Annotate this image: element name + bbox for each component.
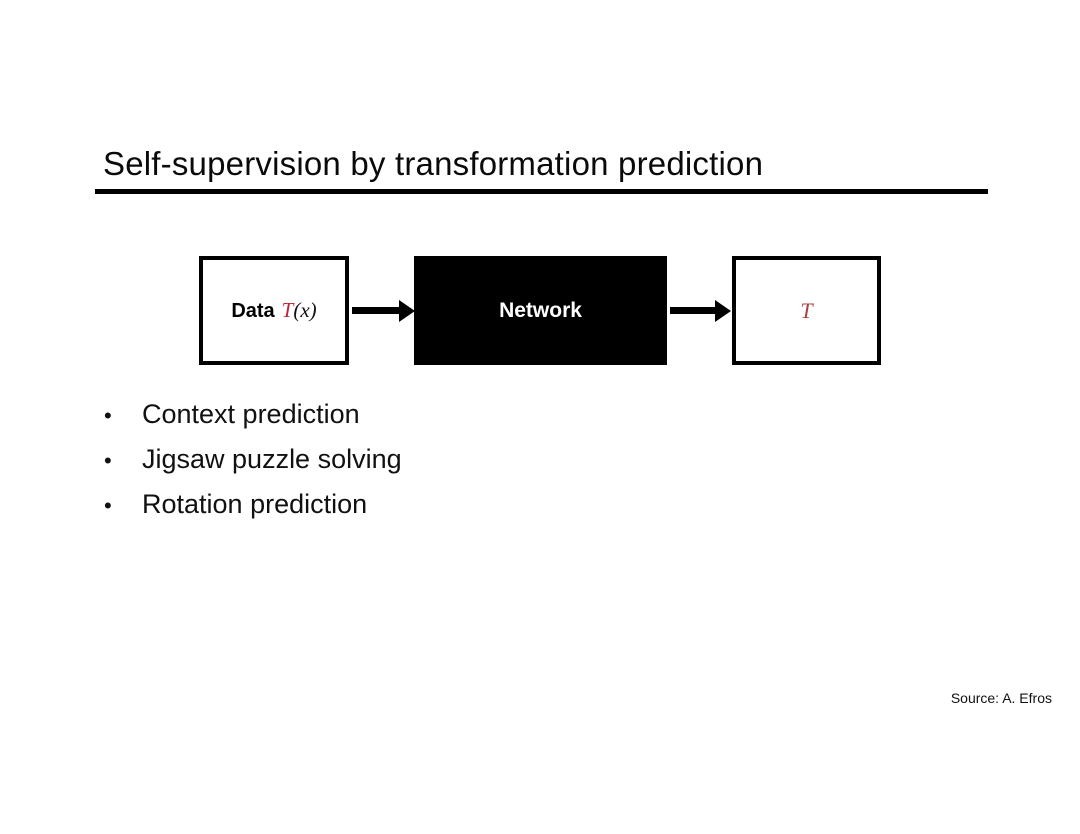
- bullet-marker-icon: •: [104, 403, 112, 428]
- math-transform-symbol: T: [281, 298, 294, 322]
- diagram-node-input-data[interactable]: Data T(x): [199, 256, 349, 365]
- node-input-label: Data T(x): [231, 298, 316, 323]
- page-title: Self-supervision by transformation predi…: [103, 145, 764, 182]
- bullet-list: • Context prediction • Jigsaw puzzle sol…: [100, 399, 660, 535]
- node-network-label: Network: [499, 298, 582, 322]
- node-output-transform-symbol: T: [800, 297, 813, 323]
- arrow-network-to-output-icon: [670, 307, 716, 314]
- bullet-item-label: Context prediction: [142, 399, 360, 429]
- list-item: • Context prediction: [100, 399, 660, 445]
- node-input-label-text: Data: [231, 300, 275, 322]
- arrow-input-to-network-icon: [352, 307, 400, 314]
- bullet-marker-icon: •: [104, 493, 112, 518]
- diagram-node-output[interactable]: T: [732, 256, 881, 365]
- list-item: • Rotation prediction: [100, 489, 660, 535]
- list-item: • Jigsaw puzzle solving: [100, 444, 660, 490]
- bullet-item-label: Rotation prediction: [142, 489, 368, 519]
- source-credit: Source: A. Efros: [950, 690, 1052, 706]
- bullet-marker-icon: •: [104, 448, 112, 473]
- math-argument-symbol: (x): [293, 298, 317, 322]
- bullet-item-label: Jigsaw puzzle solving: [142, 444, 402, 474]
- title-underline-rule: [95, 189, 988, 194]
- diagram-node-network[interactable]: Network: [414, 256, 667, 365]
